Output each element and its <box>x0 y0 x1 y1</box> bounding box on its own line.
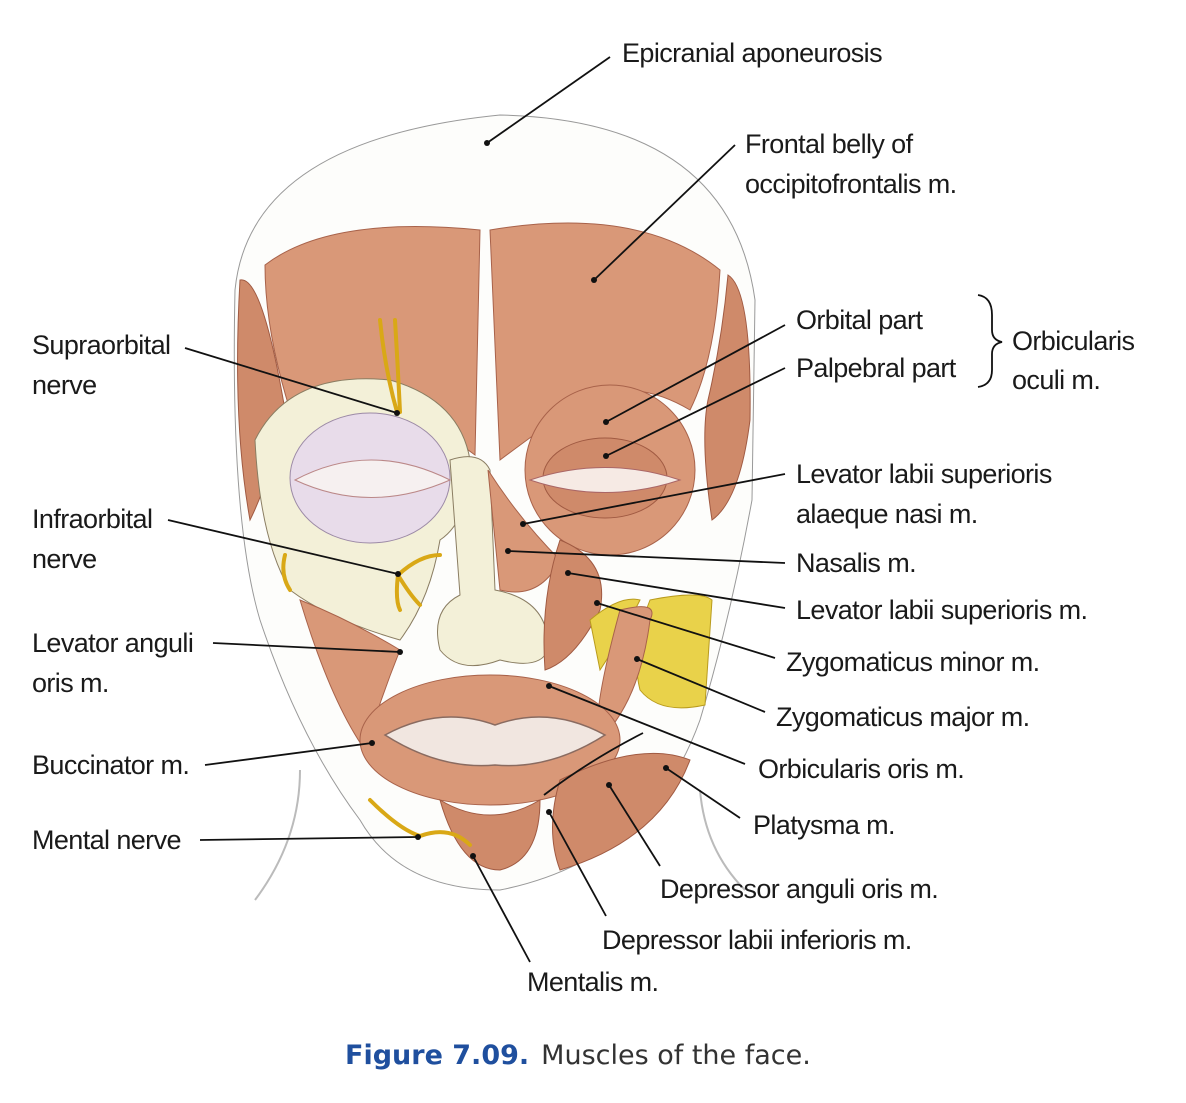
label-orbicularis-oculi-line2: oculi m. <box>1012 365 1100 395</box>
face-illustration <box>233 114 756 901</box>
figure-number: Figure 7.09. <box>345 1040 529 1071</box>
neck-outline <box>254 769 746 901</box>
label-supraorbital-line2: nerve <box>32 370 97 400</box>
label-epicranial-aponeurosis: Epicranial aponeurosis <box>622 38 882 68</box>
label-zygomaticus-minor: Zygomaticus minor m. <box>786 647 1040 677</box>
label-levator-labii-superioris: Levator labii superioris m. <box>796 595 1087 625</box>
label-infraorbital-line2: nerve <box>32 544 97 574</box>
label-supraorbital-line1: Supraorbital <box>32 330 170 360</box>
label-orbital-part: Orbital part <box>796 305 923 335</box>
infraorbital-nerve <box>281 553 442 612</box>
label-frontal-belly-line1: Frontal belly of <box>745 129 914 159</box>
label-buccinator: Buccinator m. <box>32 750 189 780</box>
label-levator-anguli-oris-line1: Levator anguli <box>32 628 193 658</box>
lips <box>383 716 607 767</box>
label-nasalis: Nasalis m. <box>796 548 916 578</box>
label-orbicularis-oris: Orbicularis oris m. <box>758 754 964 784</box>
label-infraorbital-line1: Infraorbital <box>32 504 152 534</box>
label-levator-anguli-oris-line2: oris m. <box>32 668 109 698</box>
label-depressor-anguli-oris: Depressor anguli oris m. <box>660 874 938 904</box>
nose <box>437 456 549 667</box>
label-orbicularis-oculi-line1: Orbicularis <box>1012 326 1135 356</box>
label-llsan-line1: Levator labii superioris <box>796 459 1052 489</box>
label-mental-nerve: Mental nerve <box>32 825 181 855</box>
label-depressor-labii-inferioris: Depressor labii inferioris m. <box>602 925 912 955</box>
supraorbital-nerve <box>378 318 402 414</box>
leader-lines <box>167 56 1003 963</box>
zygomaticus-major <box>597 606 653 741</box>
orbicularis-oculi-brace <box>977 294 1003 388</box>
depressor-muscles-right <box>552 752 691 871</box>
right-eyelid <box>528 467 682 493</box>
figure-caption: Figure 7.09. Muscles of the face. <box>345 1040 811 1071</box>
label-frontal-belly-line2: occipitofrontalis m. <box>745 169 957 199</box>
label-zygomaticus-major: Zygomaticus major m. <box>776 702 1030 732</box>
figure-caption-text: Muscles of the face. <box>541 1040 811 1071</box>
levator-labii-right <box>543 539 603 671</box>
left-eyelid <box>293 459 452 498</box>
label-llsan-line2: alaeque nasi m. <box>796 499 978 529</box>
label-palpebral-part: Palpebral part <box>796 353 957 383</box>
mentalis-muscle <box>439 798 541 871</box>
label-mentalis: Mentalis m. <box>527 967 658 997</box>
label-platysma: Platysma m. <box>753 810 895 840</box>
